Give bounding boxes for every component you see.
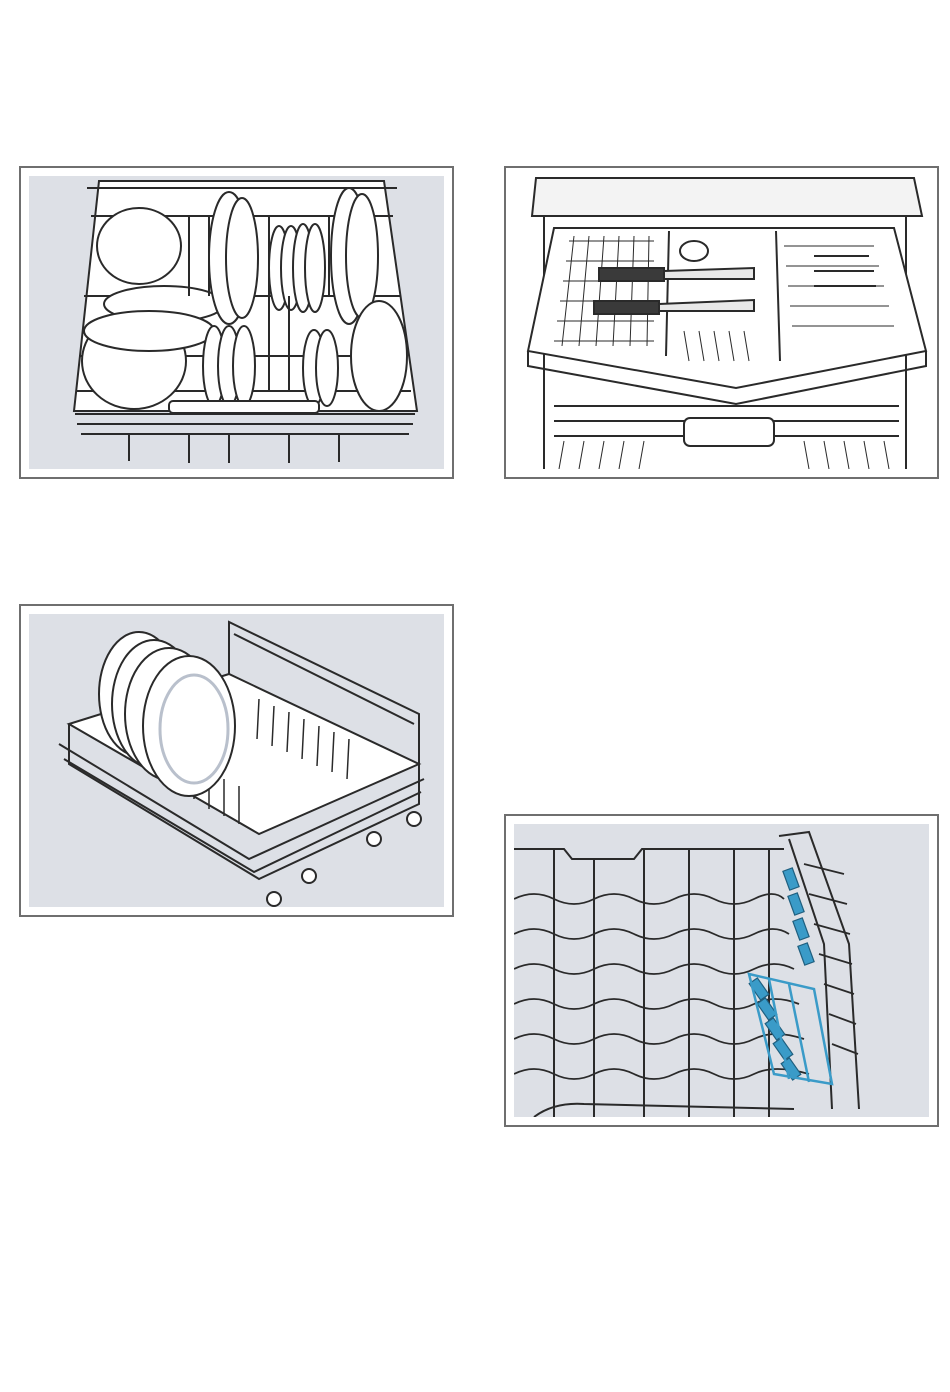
upper-rack-tines-drawing (514, 824, 929, 1117)
cutlery-drawer-drawing (514, 176, 929, 469)
illustration-lower-rack-large-plates (19, 604, 454, 917)
illustration-lower-rack-loaded (19, 166, 454, 479)
lower-rack-plates-drawing (29, 614, 444, 907)
lower-rack-loaded-drawing (29, 176, 444, 469)
illustration-cutlery-drawer (504, 166, 939, 479)
illustration-upper-rack-tines (504, 814, 939, 1127)
